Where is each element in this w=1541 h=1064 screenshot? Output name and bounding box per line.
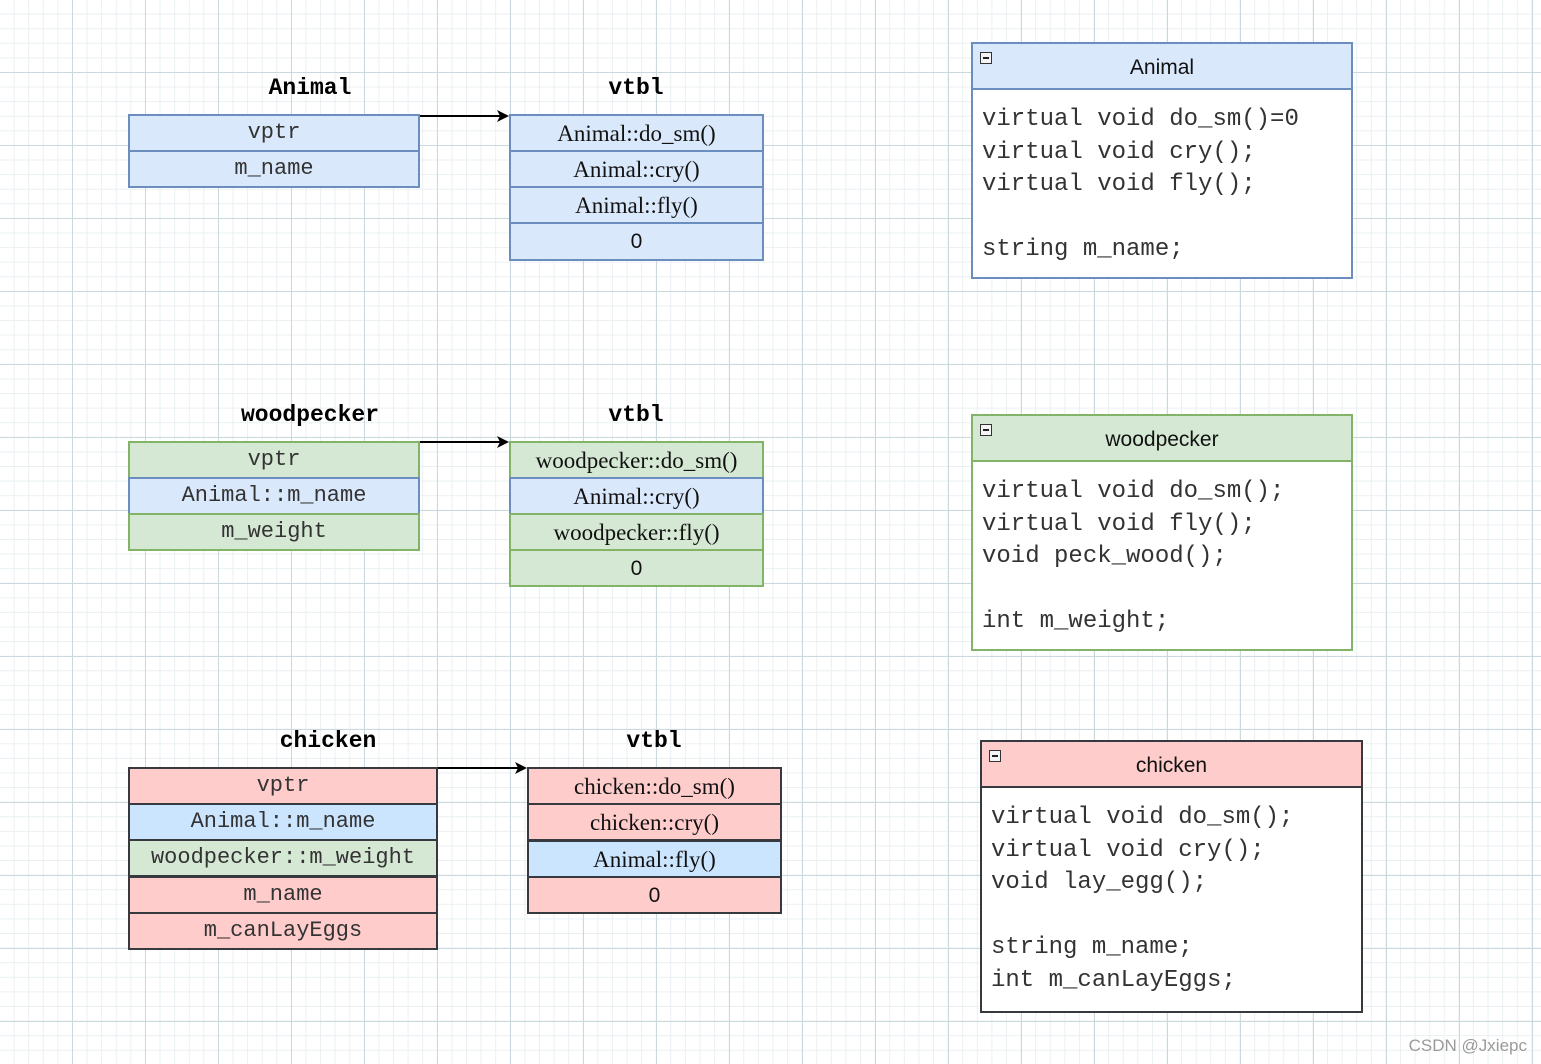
chicken-object-title: chicken: [279, 728, 377, 754]
class-line: string m_name;: [991, 934, 1193, 962]
animal-object-title: Animal: [268, 75, 352, 101]
woodpecker-member-vptr[interactable]: vptr: [128, 441, 420, 479]
class-line: string m_name;: [982, 236, 1184, 264]
class-line: int m_weight;: [982, 608, 1170, 636]
animal-class-name: Animal: [1129, 56, 1195, 79]
chicken-vtbl-entry-null[interactable]: 0: [527, 876, 782, 914]
class-line: virtual void cry();: [982, 138, 1256, 166]
class-line: virtual void do_sm();: [991, 804, 1294, 831]
woodpecker-class-header[interactable]: woodpecker: [973, 416, 1351, 462]
chicken-member-m-name[interactable]: m_name: [128, 876, 438, 914]
animal-vtbl-title: vtbl: [608, 75, 664, 101]
animal-vtbl-entry-cry[interactable]: Animal::cry(): [509, 150, 764, 188]
chicken-class-name: chicken: [1135, 754, 1208, 777]
chicken-vtbl-title: vtbl: [626, 728, 682, 754]
woodpecker-vtbl-entry-cry[interactable]: Animal::cry(): [509, 477, 764, 515]
woodpecker-member-animal-m-name[interactable]: Animal::m_name: [128, 477, 420, 515]
class-line: virtual void fly();: [982, 171, 1256, 199]
woodpecker-vtbl-title: vtbl: [608, 402, 664, 428]
animal-vtbl-entry-do-sm[interactable]: Animal::do_sm(): [509, 114, 764, 152]
animal-member-vptr[interactable]: vptr: [128, 114, 420, 152]
chicken-vtbl-entry-do-sm[interactable]: chicken::do_sm(): [527, 767, 782, 805]
chicken-class-box[interactable]: chicken virtual void do_sm();virtual voi…: [980, 740, 1363, 1013]
chicken-class-header[interactable]: chicken: [982, 742, 1361, 788]
class-line: virtual void do_sm();: [982, 478, 1285, 505]
class-line: virtual void fly();: [982, 510, 1256, 538]
class-line: [982, 574, 1351, 607]
woodpecker-vtbl-entry-fly[interactable]: woodpecker::fly(): [509, 513, 764, 551]
class-line: virtual void do_sm()=0: [982, 106, 1299, 133]
chicken-member-woodpecker-m-weight[interactable]: woodpecker::m_weight: [128, 839, 438, 877]
woodpecker-object-title: woodpecker: [240, 402, 380, 428]
class-line: virtual void cry();: [991, 836, 1265, 864]
chicken-member-m-canlayeggs[interactable]: m_canLayEggs: [128, 912, 438, 950]
animal-vtbl-entry-fly[interactable]: Animal::fly(): [509, 186, 764, 224]
chicken-member-animal-m-name[interactable]: Animal::m_name: [128, 803, 438, 841]
class-line: [982, 202, 1351, 235]
woodpecker-member-m-weight[interactable]: m_weight: [128, 513, 420, 551]
class-line: [991, 900, 1361, 933]
chicken-vtbl-entry-fly[interactable]: Animal::fly(): [527, 840, 782, 878]
collapse-icon[interactable]: [980, 424, 992, 436]
woodpecker-class-name: woodpecker: [1105, 428, 1219, 451]
chicken-vtbl-entry-cry[interactable]: chicken::cry(): [527, 803, 782, 841]
animal-member-m-name[interactable]: m_name: [128, 150, 420, 188]
woodpecker-class-body: virtual void do_sm();virtual void fly();…: [973, 462, 1351, 639]
class-line: void lay_egg();: [991, 869, 1208, 897]
collapse-icon[interactable]: [980, 52, 992, 64]
class-line: int m_canLayEggs;: [991, 966, 1236, 994]
woodpecker-class-box[interactable]: woodpecker virtual void do_sm();virtual …: [971, 414, 1353, 651]
animal-vtbl-entry-null[interactable]: 0: [509, 222, 764, 261]
chicken-member-vptr[interactable]: vptr: [128, 767, 438, 805]
class-line: void peck_wood();: [982, 543, 1227, 571]
woodpecker-vtbl-entry-do-sm[interactable]: woodpecker::do_sm(): [509, 441, 764, 479]
animal-class-header[interactable]: Animal: [973, 44, 1351, 90]
woodpecker-vtbl-entry-null[interactable]: 0: [509, 549, 764, 587]
chicken-class-body: virtual void do_sm();virtual void cry();…: [982, 788, 1361, 998]
watermark: CSDN @Jxiepc: [1408, 1036, 1527, 1055]
collapse-icon[interactable]: [989, 750, 1001, 762]
